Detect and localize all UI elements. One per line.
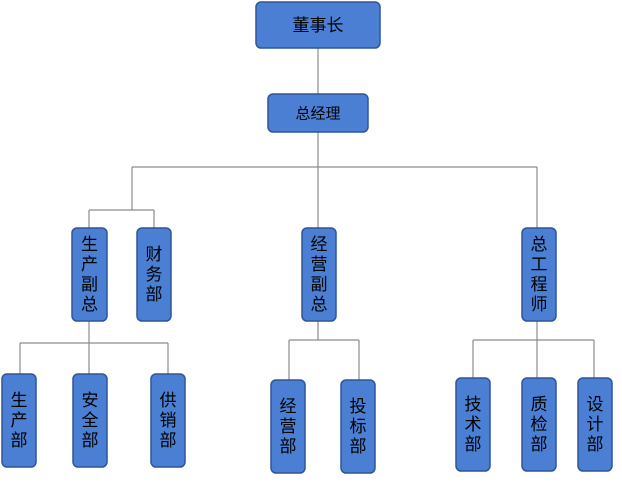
- node-label-operations-dept: 经营部: [280, 397, 297, 457]
- node-label-bidding-dept: 投标部: [350, 397, 367, 457]
- node-vp-operations: 经营副总: [301, 227, 337, 322]
- node-supply-dept: 供销部: [150, 373, 186, 468]
- node-label-finance: 财务部: [146, 245, 163, 305]
- node-box-chief-engineer: [521, 227, 557, 322]
- node-label-gm: 总经理: [295, 104, 340, 122]
- node-label-supply-dept: 供销部: [160, 391, 177, 451]
- node-tech-dept: 技术部: [455, 377, 491, 472]
- node-box-tech-dept: [455, 377, 491, 472]
- node-label-vp-production: 生产副总: [81, 235, 98, 315]
- node-box-production-dept: [1, 373, 37, 468]
- node-production-dept: 生产部: [1, 373, 37, 468]
- node-box-gm: [267, 93, 369, 133]
- node-chief-engineer: 总工程师: [521, 227, 557, 322]
- node-box-supply-dept: [150, 373, 186, 468]
- node-label-chairman: 董事长: [293, 16, 344, 36]
- node-bidding-dept: 投标部: [340, 379, 376, 474]
- node-label-quality-dept: 质检部: [531, 395, 548, 455]
- node-quality-dept: 质检部: [521, 377, 557, 472]
- node-box-design-dept: [577, 377, 613, 472]
- node-gm: 总经理: [267, 93, 369, 133]
- node-box-finance: [136, 227, 172, 322]
- node-label-vp-operations: 经营副总: [311, 235, 328, 315]
- node-label-design-dept: 设计部: [587, 395, 604, 455]
- node-chairman: 董事长: [255, 1, 381, 49]
- node-box-vp-operations: [301, 227, 337, 322]
- connector-lines: [19, 48, 595, 380]
- node-label-tech-dept: 技术部: [465, 395, 482, 455]
- node-label-production-dept: 生产部: [11, 391, 28, 451]
- node-label-safety-dept: 安全部: [82, 391, 99, 451]
- node-design-dept: 设计部: [577, 377, 613, 472]
- node-label-chief-engineer: 总工程师: [531, 235, 548, 315]
- node-vp-production: 生产副总: [71, 227, 108, 322]
- node-operations-dept: 经营部: [270, 379, 306, 474]
- node-box-vp-production: [71, 227, 108, 322]
- node-safety-dept: 安全部: [72, 373, 108, 468]
- node-box-operations-dept: [270, 379, 306, 474]
- node-box-chairman: [255, 1, 381, 49]
- node-box-bidding-dept: [340, 379, 376, 474]
- node-box-safety-dept: [72, 373, 108, 468]
- node-box-quality-dept: [521, 377, 557, 472]
- node-finance: 财务部: [136, 227, 172, 322]
